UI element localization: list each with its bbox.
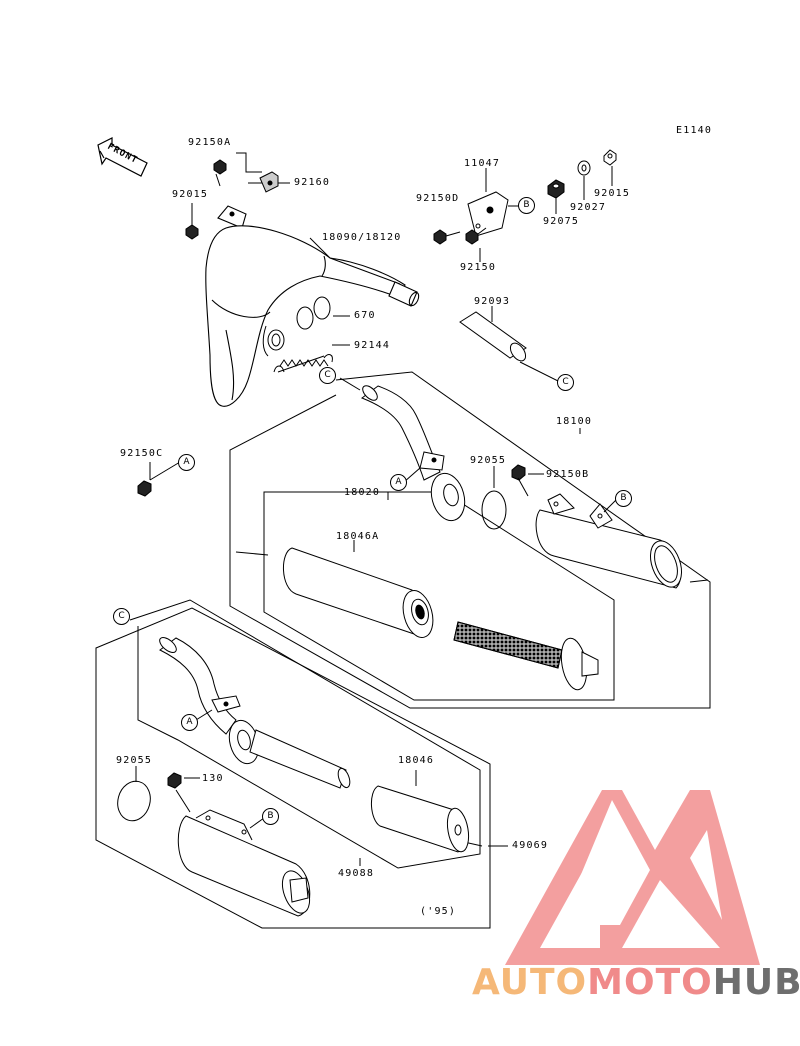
bolt-92015-left-icon [185,224,199,240]
label-92150C: 92150C [120,448,164,459]
label-49069: 49069 [512,840,549,851]
label-92150D: 92150D [416,193,460,204]
sleeve-92093-icon [459,311,527,362]
label-130: 130 [202,773,224,784]
label-92144: 92144 [354,340,391,351]
watermark-hub: HUB [712,962,800,1003]
spring-92144-icon [273,354,333,373]
label-18020: 18020 [344,487,381,498]
frame-49069 [95,607,491,929]
leader-b-bottom [249,817,265,829]
label-92150A: 92150A [188,137,232,148]
bolt-130-icon [167,772,191,813]
head-pipe-18100-icon [360,385,466,522]
diagram-code: E1140 [676,125,713,136]
expansion-chamber-pipe [205,205,420,407]
watermark-logo-icon [505,790,760,965]
leader-92093-c [519,361,561,383]
label-18100: 18100 [556,416,593,427]
frame-49088 [129,599,481,869]
perforated-core-icon [453,621,599,691]
bracket-11047-icon [467,191,509,237]
head-pipe-bottom-icon [159,637,351,789]
bolt-92150B-icon [511,464,529,497]
gasket-92055-top-icon [481,490,507,530]
label-11047: 11047 [464,158,501,169]
leader-18090 [309,237,331,259]
leader-92150A [236,152,262,173]
callout-b-silencer: B [615,490,632,507]
silencer-bottom-icon [177,809,311,917]
label-18046: 18046 [398,755,435,766]
label-92075: 92075 [543,216,580,227]
silencer-18046-icon [371,785,470,853]
leader-a-bottom [195,709,213,721]
gasket-92055-bottom-icon [117,780,151,822]
label-92015-left: 92015 [172,189,209,200]
callout-c-bottom: C [113,608,130,625]
watermark-auto: AUTO [472,962,588,1003]
label-49088: 49088 [338,868,375,879]
label-92055-bottom: 92055 [116,755,153,766]
label-92093: 92093 [474,296,511,307]
bolt-92150-icon [465,227,487,245]
label-670: 670 [354,310,376,321]
callout-a-92150C: A [178,454,195,471]
bolt-92150C-icon [137,480,152,497]
o-ring-670-icon [296,296,331,330]
washer-92027-icon [577,160,591,176]
label-92055-top: 92055 [470,455,507,466]
watermark-moto: MOTO [587,962,713,1003]
bolt-92150A-icon [213,159,227,187]
nut-92075-icon [547,179,565,199]
year-note: ('95) [420,906,457,917]
silencer-body-icon [535,493,683,589]
label-92150B: 92150B [546,469,590,480]
nut-92015-right-icon [603,149,617,166]
callout-a-bottom: A [181,714,198,731]
label-92015-right: 92015 [594,188,631,199]
bolt-92150D-icon [433,229,461,245]
label-92160: 92160 [294,177,331,188]
callout-b-bottom: B [262,808,279,825]
chamber-joint-icon [267,329,285,351]
silencer-insert-18046A-icon [282,547,434,638]
bracket-92160-icon [259,171,279,193]
label-18090-18120: 18090/18120 [322,232,402,243]
callout-b-bracket: B [518,197,535,214]
label-92150: 92150 [460,262,497,273]
callout-c-18100: C [319,367,336,384]
callout-a-18100: A [390,474,407,491]
label-92027: 92027 [570,202,607,213]
frame-18100 [229,371,711,709]
front-arrow-icon [97,137,148,177]
leader-b-silencer [603,499,617,513]
callout-c-sleeve: C [557,374,574,391]
label-18046A: 18046A [336,531,380,542]
watermark-brand: AUTOMOTOHUB [472,962,800,1003]
leader-92150C [149,461,181,481]
